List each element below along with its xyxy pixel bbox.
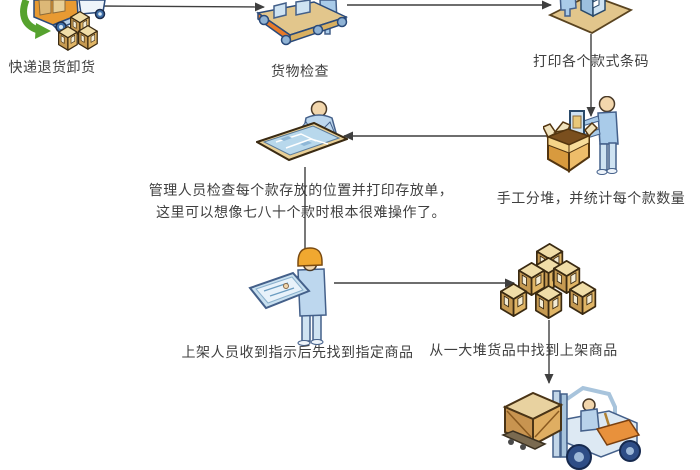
conveyor-inspection-icon bbox=[256, 0, 348, 46]
open-box-packing-icon bbox=[543, 96, 619, 175]
operator-figure bbox=[559, 0, 577, 17]
carton-pile-icon bbox=[500, 243, 597, 319]
delivery-truck-unloading-icon bbox=[20, 0, 106, 51]
return-arrow-icon bbox=[20, 0, 40, 34]
worker-reading-plan-icon bbox=[248, 247, 327, 346]
label-print-barcodes: 打印各个款式条码 bbox=[533, 54, 649, 70]
label-manager-check: 管理人员检查每个款存放的位置并打印存放单， 这里可以想像七八十个款时根本很难操作… bbox=[136, 180, 466, 224]
label-manager-check-line1: 管理人员检查每个款存放的位置并打印存放单， bbox=[148, 183, 454, 199]
label-manager-check-line2: 这里可以想像七八十个款时根本很难操作了。 bbox=[156, 205, 446, 221]
label-worker-locate: 上架人员收到指示后先找到指定商品 bbox=[181, 345, 414, 361]
label-unloading: 快递退货卸货 bbox=[8, 60, 96, 76]
edge-unloading-inspection bbox=[97, 2, 265, 12]
forklift-icon bbox=[501, 385, 641, 470]
label-find-goods: 从一大堆货品中找到上架商品 bbox=[429, 343, 618, 359]
label-manual-sorting: 手工分堆，并统计每个款数量 bbox=[496, 191, 686, 207]
hardhat-icon bbox=[297, 247, 323, 267]
label-inspection: 货物检查 bbox=[271, 64, 329, 80]
blueprint-review-icon bbox=[256, 100, 348, 162]
printer-station-icon bbox=[548, 0, 633, 35]
